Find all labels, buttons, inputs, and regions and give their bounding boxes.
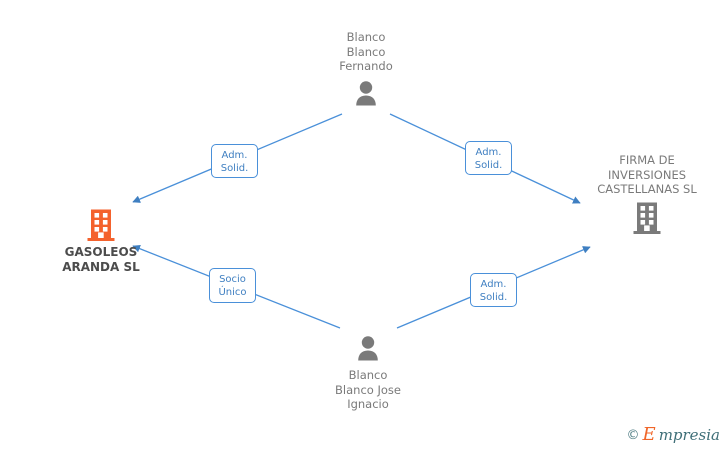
node-label-company-right: FIRMA DE INVERSIONES CASTELLANAS SL bbox=[597, 153, 697, 196]
brand-initial: E bbox=[642, 424, 656, 445]
node-company-left[interactable]: GASOLEOS ARANDA SL bbox=[40, 208, 162, 275]
edge-label-top-left[interactable]: Adm. Solid. bbox=[211, 144, 258, 178]
building-icon bbox=[87, 209, 115, 241]
node-label-person-bottom: Blanco Blanco Jose Ignacio bbox=[335, 368, 401, 411]
node-label-company-left: GASOLEOS ARANDA SL bbox=[62, 245, 140, 274]
edge-label-bottom-left[interactable]: Socio Único bbox=[209, 268, 256, 303]
node-person-bottom[interactable]: Blanco Blanco Jose Ignacio bbox=[306, 334, 430, 412]
building-icon-wrap bbox=[574, 201, 720, 235]
node-company-right[interactable]: FIRMA DE INVERSIONES CASTELLANAS SL bbox=[574, 153, 720, 235]
building-icon-wrap bbox=[40, 208, 162, 242]
watermark: © E mpresia bbox=[627, 426, 720, 444]
node-person-top[interactable]: Blanco Blanco Fernando bbox=[304, 30, 428, 109]
edge-line-bottom-left bbox=[132, 244, 341, 329]
person-icon-wrap bbox=[304, 79, 428, 109]
building-icon bbox=[633, 202, 661, 234]
brand-name: mpresia bbox=[658, 425, 720, 444]
person-icon bbox=[358, 336, 378, 361]
copyright-icon: © bbox=[626, 427, 640, 443]
edge-label-top-right[interactable]: Adm. Solid. bbox=[465, 141, 512, 175]
edge-label-bottom-right[interactable]: Adm. Solid. bbox=[470, 273, 517, 307]
person-icon bbox=[356, 80, 376, 105]
person-icon-wrap bbox=[306, 334, 430, 364]
node-label-person-top: Blanco Blanco Fernando bbox=[339, 30, 393, 73]
